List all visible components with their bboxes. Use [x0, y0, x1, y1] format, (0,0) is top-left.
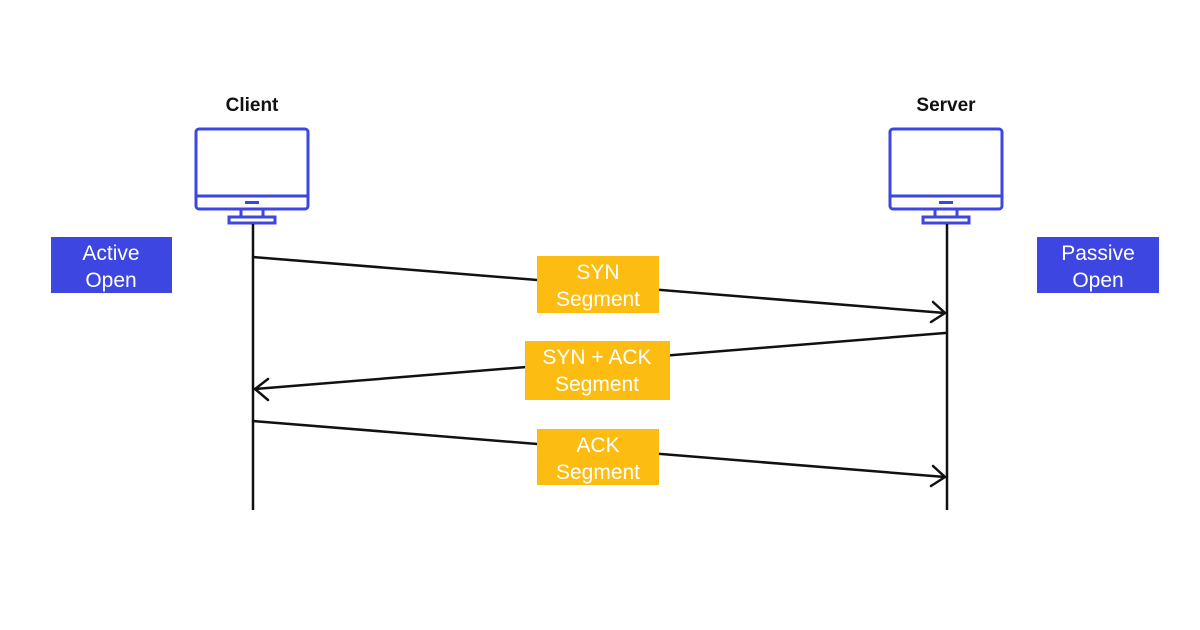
active-open-line2: Open [85, 269, 136, 292]
syn-ack-segment-line1: SYN + ACK [542, 346, 651, 369]
syn-ack-segment-box: SYN + ACK Segment [525, 341, 670, 400]
client-monitor-icon [194, 127, 310, 225]
server-monitor-icon [888, 127, 1004, 225]
ack-segment-line2: Segment [556, 461, 640, 484]
ack-segment-line1: ACK [576, 434, 619, 457]
syn-segment-box: SYN Segment [537, 256, 659, 313]
passive-open-line1: Passive [1061, 242, 1135, 265]
syn-segment-line2: Segment [556, 288, 640, 311]
passive-open-line2: Open [1072, 269, 1123, 292]
passive-open-box: Passive Open [1037, 237, 1159, 293]
active-open-line1: Active [82, 242, 139, 265]
active-open-box: Active Open [51, 237, 172, 293]
syn-segment-line1: SYN [576, 261, 619, 284]
ack-segment-box: ACK Segment [537, 429, 659, 485]
client-label: Client [226, 95, 279, 116]
syn-ack-segment-line2: Segment [555, 373, 639, 396]
server-label: Server [916, 95, 976, 116]
